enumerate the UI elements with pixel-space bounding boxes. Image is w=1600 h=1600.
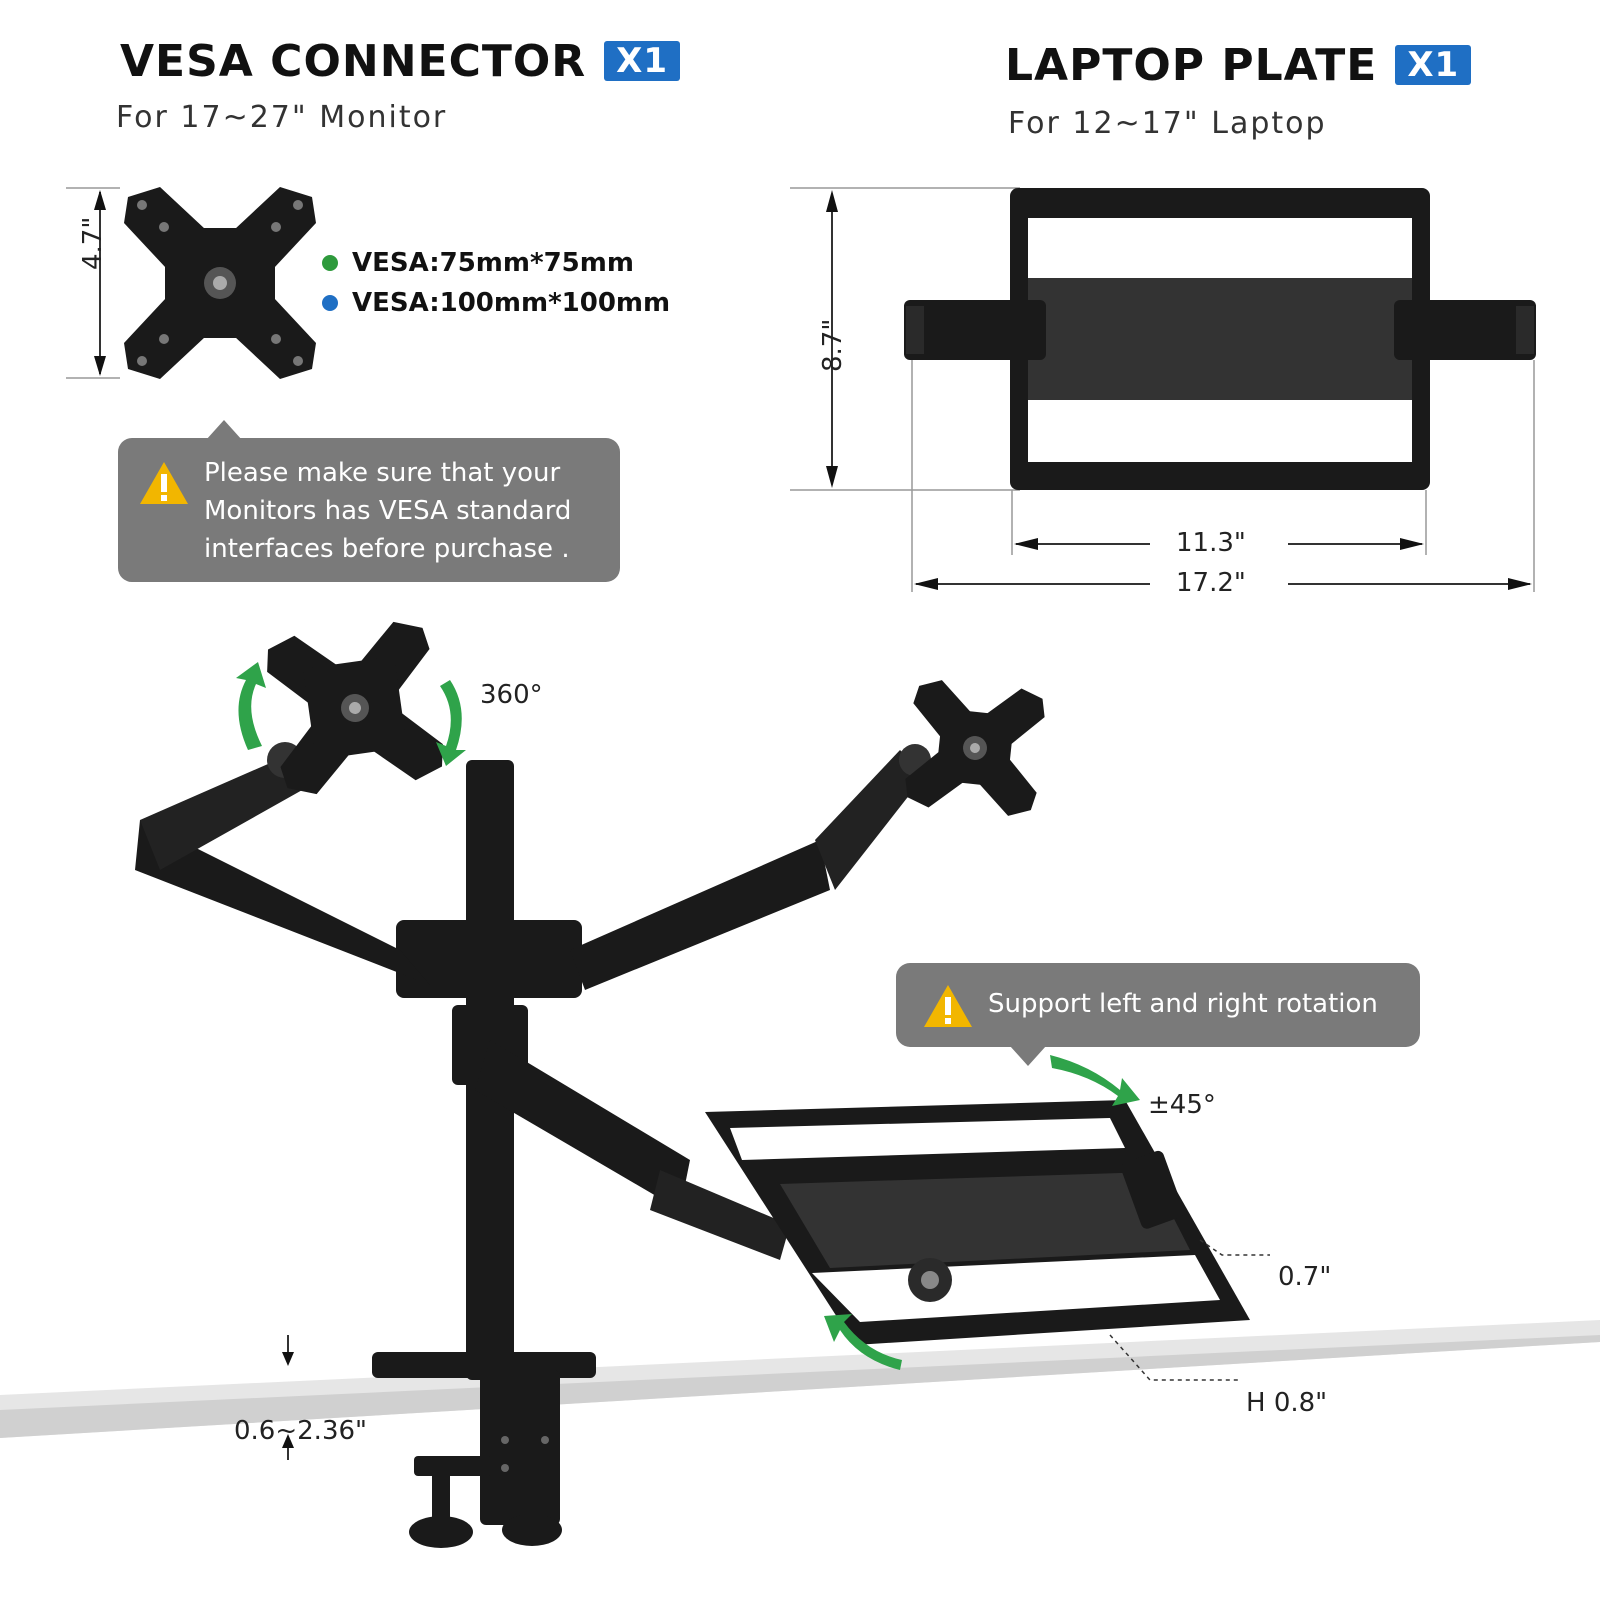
rotate-down-arrow-icon xyxy=(436,680,466,766)
right-vesa-head xyxy=(905,680,1045,816)
vesa-plate-icon xyxy=(124,187,316,379)
vesa-warning-callout: Please make sure that your Monitors has … xyxy=(118,438,620,582)
callout-pointer xyxy=(1010,1046,1046,1066)
lip-height-label: 0.7" xyxy=(1278,1262,1332,1292)
rotation-note-text: Support left and right rotation xyxy=(988,989,1378,1019)
laptop-title-text: LAPTOP PLATE xyxy=(1005,40,1378,91)
laptop-outer-width-dimension: 17.2" xyxy=(1176,568,1246,598)
desk-thickness-label: 0.6~2.36" xyxy=(234,1416,367,1446)
laptop-plate-diagram xyxy=(790,187,1536,592)
vesa-subtitle: For 17~27" Monitor xyxy=(116,100,448,135)
rotation-360-label: 360° xyxy=(480,680,543,710)
rotation-note-callout: Support left and right rotation xyxy=(896,963,1420,1047)
callout-pointer xyxy=(206,420,242,440)
vesa-section-title: VESA CONNECTOR X1 xyxy=(120,36,681,87)
vesa-spec-75: VESA:75mm*75mm xyxy=(352,248,634,278)
laptop-height-dimension: 8.7" xyxy=(818,318,848,372)
right-monitor-arm xyxy=(570,840,830,990)
plate-height-label: H 0.8" xyxy=(1246,1388,1328,1418)
laptop-subtitle: For 12~17" Laptop xyxy=(1008,106,1327,141)
warning-icon xyxy=(924,985,972,1027)
monitor-mount-illustration xyxy=(0,621,1600,1548)
laptop-inner-width-dimension: 11.3" xyxy=(1176,528,1246,558)
vesa-plate-diagram xyxy=(66,187,338,379)
warning-icon xyxy=(140,462,188,504)
vesa-warning-line: Monitors has VESA standard xyxy=(204,496,572,526)
laptop-quantity-badge: X1 xyxy=(1395,45,1472,85)
left-monitor-arm xyxy=(135,820,430,985)
swivel-arrow-icon xyxy=(824,1314,902,1370)
vesa-75-dot-icon xyxy=(322,255,338,271)
left-vesa-head xyxy=(267,621,443,795)
vesa-spec-100: VESA:100mm*100mm xyxy=(352,288,671,318)
tilt-arrow-icon xyxy=(1050,1055,1140,1106)
vesa-quantity-badge: X1 xyxy=(604,41,681,81)
tilt-45-label: ±45° xyxy=(1148,1090,1216,1120)
laptop-section-title: LAPTOP PLATE X1 xyxy=(1005,40,1472,91)
upper-arm-hub xyxy=(396,920,582,998)
vesa-100-dot-icon xyxy=(322,295,338,311)
vesa-height-dimension: 4.7" xyxy=(78,216,108,270)
rotate-up-arrow-icon xyxy=(236,662,266,750)
rotation-arrows xyxy=(236,662,1140,1370)
laptop-arm xyxy=(475,1040,690,1210)
vesa-title-text: VESA CONNECTOR xyxy=(120,36,587,87)
vesa-warning-line: interfaces before purchase . xyxy=(204,534,570,564)
desk-clamp xyxy=(372,1352,596,1548)
laptop-plate-icon xyxy=(904,188,1536,490)
laptop-tray xyxy=(705,1100,1250,1345)
vesa-warning-line: Please make sure that your xyxy=(204,458,561,488)
